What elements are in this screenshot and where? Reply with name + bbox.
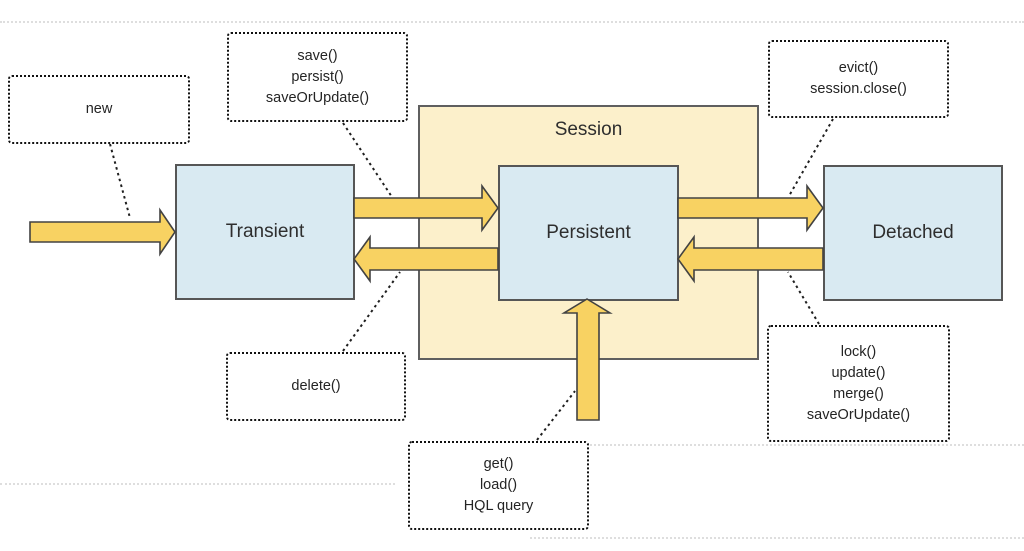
method-label: saveOrUpdate()	[806, 406, 911, 423]
method-label: persist()	[291, 68, 344, 85]
state-label-detached: Detached	[872, 222, 954, 243]
method-label: evict()	[838, 60, 879, 76]
arrow-new-to-transient	[29, 207, 176, 257]
method-label: update()	[831, 364, 886, 381]
faint-dotted-line-left-low	[0, 483, 395, 485]
methods-box-new: new	[8, 75, 190, 144]
state-box-persistent: Persistent	[498, 165, 679, 301]
state-box-transient: Transient	[175, 164, 355, 300]
state-label-persistent: Persistent	[546, 222, 631, 243]
faint-dotted-line-top	[0, 21, 1024, 23]
state-box-detached: Detached	[823, 165, 1003, 301]
methods-box-lock: lock() update() merge() saveOrUpdate()	[767, 325, 950, 442]
faint-dotted-line-right-mid	[590, 444, 1024, 446]
method-label: HQL query	[463, 498, 534, 514]
connector-new-to-arrow	[109, 143, 131, 219]
methods-box-save: save() persist() saveOrUpdate()	[227, 32, 408, 122]
connector-delete-to-arrow	[342, 271, 401, 352]
connector-save-to-arrow	[342, 122, 393, 198]
faint-dotted-line-right-low	[530, 537, 1024, 539]
method-label: saveOrUpdate()	[265, 89, 370, 106]
state-label-transient: Transient	[225, 221, 305, 242]
method-label: load()	[479, 477, 518, 493]
arrow-detached-to-persistent	[677, 234, 824, 284]
arrow-transient-to-persistent	[353, 183, 499, 233]
methods-box-delete: delete()	[226, 352, 406, 421]
connector-evict-to-arrow	[788, 118, 834, 197]
connector-get-to-arrow	[536, 390, 576, 441]
arrow-persistent-to-detached	[677, 183, 824, 233]
methods-box-evict: evict() session.close()	[768, 40, 949, 118]
session-label: Session	[554, 119, 623, 140]
arrow-persistent-to-transient	[353, 234, 499, 284]
method-label: session.close()	[810, 81, 907, 97]
method-label: delete()	[291, 378, 341, 394]
method-label: new	[85, 101, 113, 117]
method-label: merge()	[833, 385, 884, 402]
connector-lock-to-arrow	[787, 271, 820, 325]
methods-box-get: get() load() HQL query	[408, 441, 589, 530]
method-label: lock()	[840, 343, 877, 360]
method-label: get()	[483, 456, 514, 472]
method-label: save()	[297, 47, 338, 64]
arrow-database-to-persistent	[561, 298, 613, 421]
